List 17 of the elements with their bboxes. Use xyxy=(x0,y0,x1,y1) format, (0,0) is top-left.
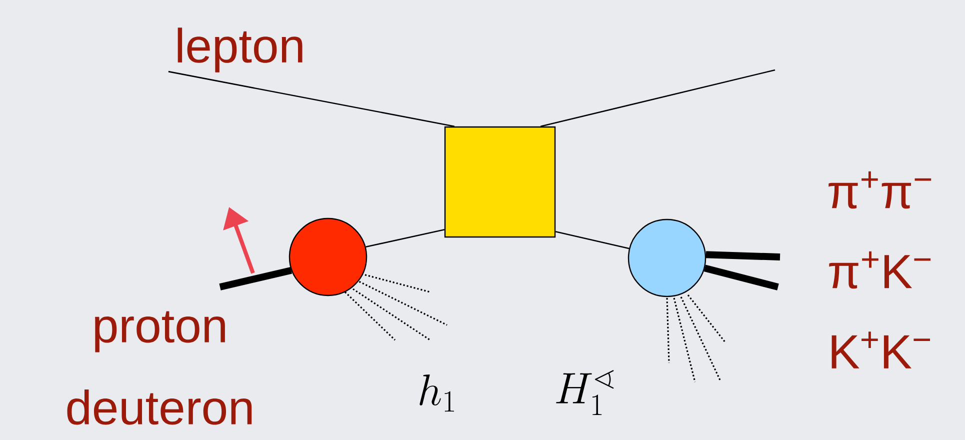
particle-line xyxy=(555,230,630,250)
particle-line xyxy=(168,70,455,128)
interaction-box xyxy=(444,126,556,238)
particle-line xyxy=(706,251,780,260)
blob-circle xyxy=(288,218,368,296)
particle-label: π$^{+}$K$^{−}$ xyxy=(829,251,931,289)
particle-line xyxy=(219,266,292,290)
particle-label: proton deuteron xyxy=(67,311,252,425)
particle-line xyxy=(704,264,779,290)
particle-line xyxy=(540,69,776,128)
formula-label: $h_1$ xyxy=(420,374,454,412)
blob-circle xyxy=(628,218,706,298)
particle-label: lepton xyxy=(178,28,302,72)
formula-label: $H_1^{\sphericalangle}$ xyxy=(556,370,614,416)
particle-label: K$^{+}$K$^{−}$ xyxy=(832,332,930,368)
particle-line xyxy=(366,228,445,248)
particle-label: π$^{+}$π$^{−}$ xyxy=(828,171,932,209)
